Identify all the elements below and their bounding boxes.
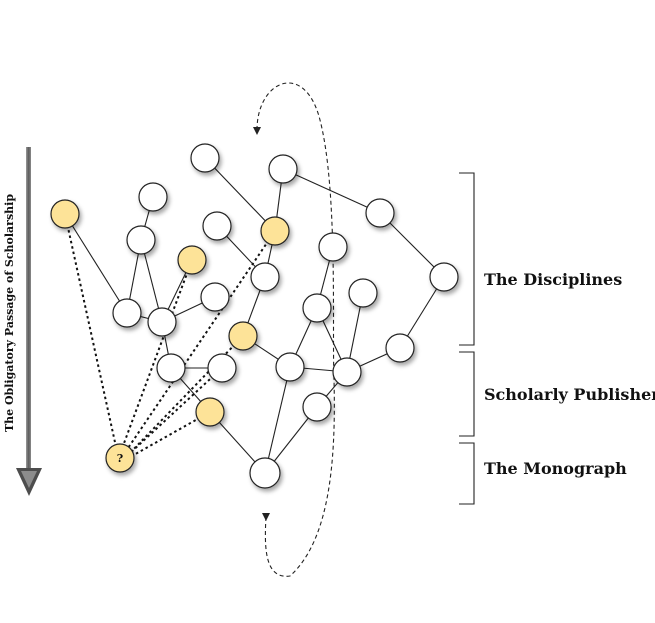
node [200,282,230,312]
bracket-disciplines [459,172,475,346]
highlight-node [195,397,225,427]
band-label-monograph: The Monograph [484,459,627,478]
node [332,357,362,387]
node [112,298,142,328]
question-node-label: ? [117,452,123,465]
band-label-publishers: Scholarly Publishers [484,385,655,404]
axis-label: The Obligatory Passage of Scholarship [3,194,16,432]
node [348,278,378,308]
band-label-disciplines: The Disciplines [484,270,622,289]
node [365,198,395,228]
node [138,182,168,212]
highlight-node [260,216,290,246]
highlight-node [228,321,258,351]
bracket-monograph [459,442,475,505]
highlighted-nodes [50,199,290,473]
node [385,333,415,363]
node [156,353,186,383]
node [268,154,298,184]
node [190,143,220,173]
node [207,353,237,383]
highlight-node [177,245,207,275]
node [202,211,232,241]
node [275,352,305,382]
node [147,307,177,337]
node [429,262,459,292]
node [302,392,332,422]
circulation-loop [256,82,335,577]
loop-arrowhead-top [253,127,261,135]
network-nodes [112,143,459,489]
bracket-publishers [459,351,475,437]
node [302,293,332,323]
node [250,262,280,292]
band-brackets [459,172,475,505]
loop-arrowhead-bottom [262,513,270,521]
node [126,225,156,255]
node [249,457,281,489]
node [318,232,348,262]
highlight-node [50,199,80,229]
passage-arrow [16,147,42,496]
question-node [105,443,135,473]
